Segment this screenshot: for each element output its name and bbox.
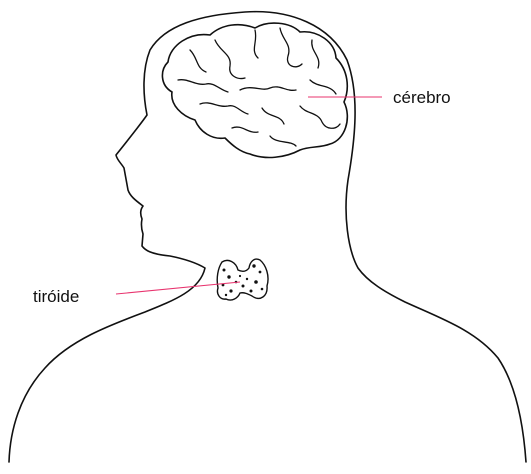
thyroid-gland	[217, 259, 268, 300]
thyroid-label: tiróide	[33, 287, 79, 306]
brain-label: cérebro	[393, 88, 451, 107]
